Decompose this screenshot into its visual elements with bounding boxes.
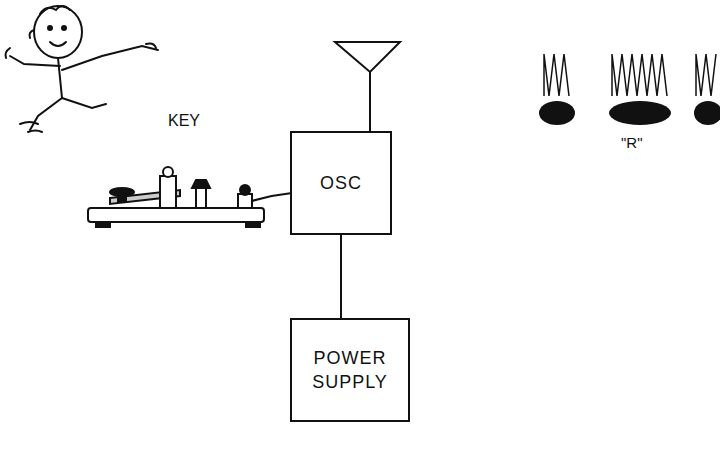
power-supply-box: POWER SUPPLY: [290, 318, 410, 422]
node-label: POWER SUPPLY: [292, 346, 408, 395]
antenna-symbol: [335, 42, 400, 132]
connector-line: [341, 235, 342, 318]
key-wire: [252, 193, 292, 201]
rf-pulses: [539, 54, 720, 125]
node-label: OSC: [320, 171, 362, 195]
oscillator-box: OSC: [290, 131, 392, 235]
telegraph-key: [88, 167, 264, 227]
key-label: KEY: [168, 112, 200, 130]
signal-label: "R": [621, 134, 642, 151]
cartoon-boy: [6, 6, 159, 132]
